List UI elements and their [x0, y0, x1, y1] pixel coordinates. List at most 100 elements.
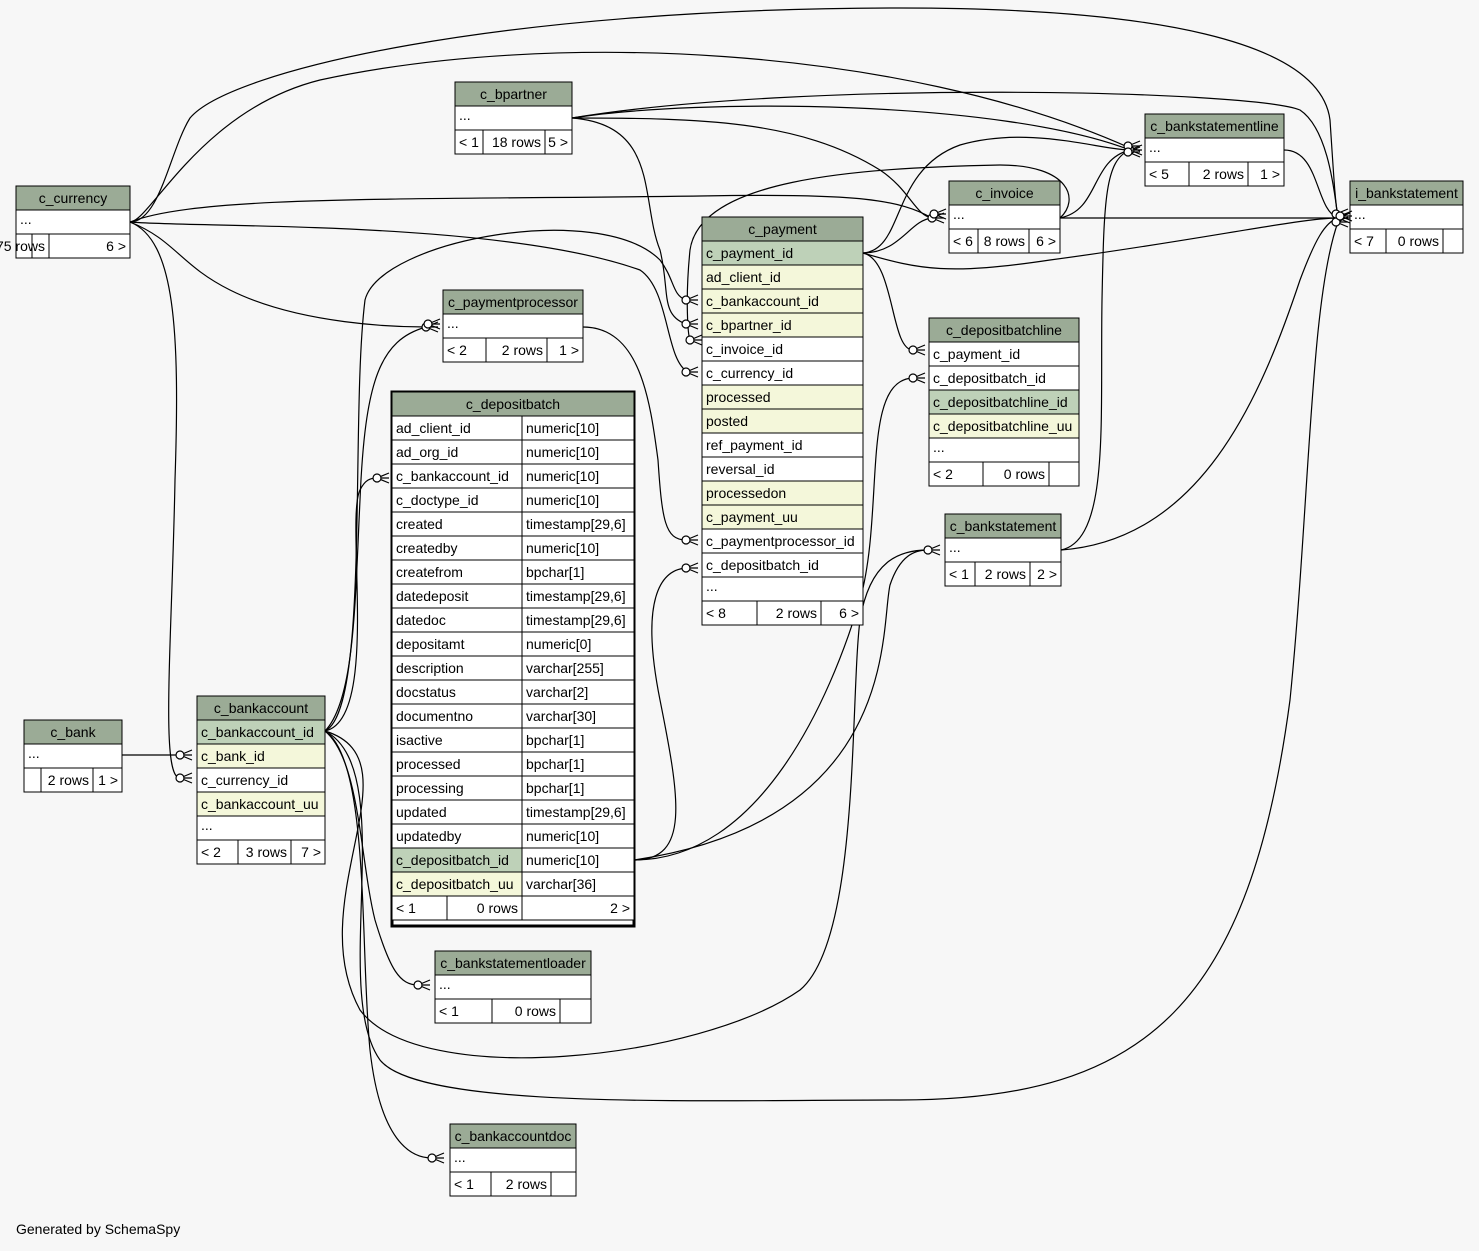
- edge-payment-invoice: [862, 217, 933, 254]
- table-footer: [15, 233, 131, 259]
- column-row: [391, 439, 523, 465]
- column-row: [434, 974, 592, 1000]
- column-row: [701, 528, 864, 554]
- row-count: 2 rows: [776, 605, 817, 621]
- table-name: c_payment: [748, 221, 817, 237]
- column-type: timestamp[29,6]: [526, 588, 626, 604]
- column-name: c_payment_id: [933, 346, 1020, 362]
- column-name: c_depositbatch_id: [396, 852, 509, 868]
- edge-bpartner-ibankstatement: [571, 91, 1339, 219]
- column-row: [948, 204, 1061, 230]
- column-name: ad_org_id: [396, 444, 458, 460]
- edge-currency-bankstatementline: [129, 51, 1131, 223]
- column-type-cell: [521, 631, 635, 657]
- table-footer: [944, 561, 1062, 587]
- column-type: numeric[10]: [526, 420, 599, 436]
- column-name: ...: [201, 817, 213, 833]
- table-header: [1349, 180, 1464, 206]
- table-footer: [442, 337, 584, 363]
- column-name: ad_client_id: [396, 420, 471, 436]
- edge-end-marker: [681, 562, 699, 574]
- table-c-payment[interactable]: c_paymentc_payment_idad_client_idc_banka…: [701, 216, 864, 626]
- relationship-edges: [122, 7, 1339, 1159]
- edge-end-marker: [681, 318, 699, 330]
- column-type: timestamp[29,6]: [526, 516, 626, 532]
- column-name: documentno: [396, 708, 473, 724]
- parent-count: < 2: [447, 342, 467, 358]
- column-row: [701, 336, 864, 362]
- edge-end-marker: [427, 1152, 445, 1164]
- table-footer: [434, 998, 592, 1024]
- table-name: c_paymentprocessor: [448, 294, 578, 310]
- table-footer: [391, 895, 635, 921]
- table-header: [391, 391, 635, 417]
- parent-count: < 6: [953, 233, 973, 249]
- table-name: c_bankstatementline: [1150, 118, 1279, 134]
- column-type: bpchar[1]: [526, 732, 584, 748]
- edge-bankstatement-bankstatementline: [1060, 149, 1131, 551]
- column-row: [701, 576, 864, 602]
- edge-bankaccount-paymentprocessor: [324, 326, 427, 732]
- table-name: c_bankaccountdoc: [455, 1128, 572, 1144]
- table-name: c_currency: [39, 190, 107, 206]
- edge-end-marker: [908, 344, 926, 356]
- column-name: c_bank_id: [201, 748, 265, 764]
- column-name: c_bankaccount_id: [396, 468, 509, 484]
- table-c-depositbatch[interactable]: c_depositbatch ad_client_id numeric[10] ad_…: [390, 390, 636, 928]
- column-row: [701, 552, 864, 578]
- edge-end-marker: [929, 208, 947, 220]
- parent-count: < 1: [949, 566, 969, 582]
- edge-markers: [175, 140, 1353, 1164]
- table-c-depositbatchline[interactable]: c_depositbatchlinec_payment_idc_depositb…: [928, 317, 1080, 487]
- column-row: [454, 105, 573, 131]
- table-c-bankaccount[interactable]: c_bankaccountc_bankaccount_idc_bank_idc_…: [196, 695, 326, 865]
- parent-count: < 5: [1149, 166, 1169, 182]
- edge-bankaccount-depositbatch: [324, 477, 378, 732]
- column-name: ...: [20, 211, 32, 227]
- column-name: c_bankaccount_uu: [201, 796, 319, 812]
- table-footer: [928, 461, 1080, 487]
- column-type-cell: [521, 487, 635, 513]
- row-count: 2 rows: [506, 1176, 547, 1192]
- parent-count: < 7: [1354, 233, 1374, 249]
- row-count: 0 rows: [1398, 233, 1439, 249]
- table-header: [928, 317, 1080, 343]
- parent-count: < 8: [706, 605, 726, 621]
- column-type: bpchar[1]: [526, 756, 584, 772]
- column-row: [196, 767, 326, 793]
- column-type-cell: [521, 871, 635, 897]
- column-type: numeric[10]: [526, 828, 599, 844]
- child-count: 6 >: [839, 605, 859, 621]
- column-name: created: [396, 516, 443, 532]
- column-name: ...: [1354, 206, 1366, 222]
- table-name: c_depositbatch: [466, 396, 560, 412]
- column-name: c_bankaccount_id: [706, 293, 819, 309]
- column-type: numeric[10]: [526, 468, 599, 484]
- column-name: ...: [706, 578, 718, 594]
- column-name: processing: [396, 780, 464, 796]
- column-type-cell: [521, 799, 635, 825]
- column-type-cell: [521, 823, 635, 849]
- column-name: updated: [396, 804, 447, 820]
- column-name: ...: [447, 315, 459, 331]
- edge-end-marker: [681, 366, 699, 378]
- table-header: [442, 289, 584, 315]
- parent-count: < 1: [396, 900, 416, 916]
- row-count: 0 rows: [515, 1003, 556, 1019]
- column-name: ...: [933, 439, 945, 455]
- edge-currency-invoice: [129, 194, 933, 223]
- column-type: varchar[30]: [526, 708, 596, 724]
- edge-payment-ibankstatement: [862, 217, 1339, 270]
- edge-end-marker: [1335, 210, 1353, 222]
